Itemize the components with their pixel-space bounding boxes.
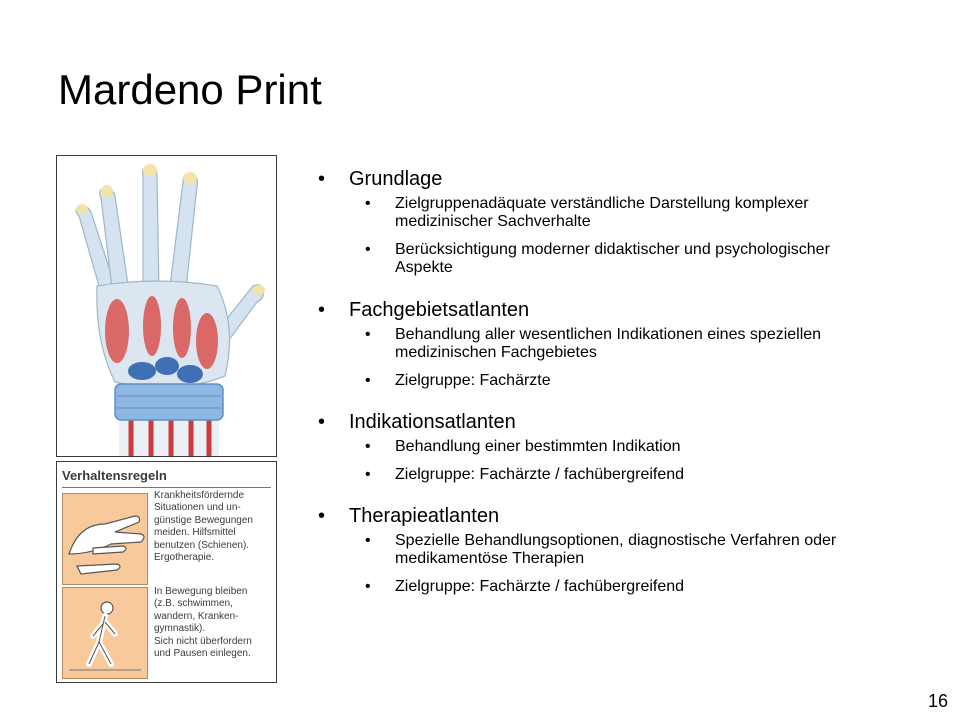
sub-bullet-marker: • <box>365 578 371 595</box>
palm-shape <box>96 280 231 389</box>
wrist-band-lines <box>117 395 221 409</box>
sub-bullet-item: • Zielgruppe: Fachärzte <box>318 372 878 390</box>
sub-bullet-marker: • <box>365 532 371 549</box>
bullet-label: Fachgebietsatlanten <box>349 299 530 321</box>
sub-bullet-item: • Zielgruppe: Fachärzte / fachübergreife… <box>318 578 878 596</box>
fingertips <box>76 164 265 295</box>
rules-divider <box>62 487 271 488</box>
bullet-label: Grundlage <box>349 168 443 190</box>
bullet-marker: • <box>318 168 326 190</box>
sub-bullet-item: • Zielgruppenadäquate verständliche Dars… <box>318 195 878 231</box>
slide-title: Mardeno Print <box>58 66 322 113</box>
bullet-list: • Grundlage • Zielgruppenadäquate verstä… <box>318 165 878 596</box>
sub-bullet-text: Zielgruppe: Fachärzte <box>395 372 551 389</box>
hands-icon <box>62 493 148 585</box>
sub-bullet-item: • Behandlung aller wesentlichen Indikati… <box>318 326 878 362</box>
sub-bullet-item: • Berücksichtigung moderner didaktischer… <box>318 241 878 277</box>
sub-bullet-marker: • <box>365 372 371 389</box>
sub-bullet-item: • Behandlung einer bestimmten Indikation <box>318 438 878 456</box>
bullet-label: Therapieatlanten <box>349 505 500 527</box>
walking-person-icon <box>62 587 148 679</box>
bullet-item: • Fachgebietsatlanten <box>318 296 878 324</box>
forearm-tendons <box>128 418 212 456</box>
bullet-marker: • <box>318 411 326 433</box>
sub-bullet-marker: • <box>365 438 371 455</box>
sub-bullet-marker: • <box>365 241 371 258</box>
sub-bullet-text: Zielgruppe: Fachärzte / fachübergreifend <box>395 578 685 595</box>
hand-anatomy-illustration <box>75 164 265 456</box>
hand-anatomy-image <box>56 155 277 457</box>
rule-text-1: Krankheitsfördernde Situationen und un- … <box>154 490 253 564</box>
wrist-ligament-band <box>114 383 224 421</box>
sub-bullet-text: Zielgruppenadäquate verständliche Darste… <box>395 195 809 230</box>
sub-bullet-text: Behandlung aller wesentlichen Indikation… <box>395 326 822 361</box>
palm-muscles <box>105 296 218 369</box>
bullet-marker: • <box>318 505 326 527</box>
rule-text-2: In Bewegung bleiben (z.B. schwimmen, wan… <box>154 586 252 660</box>
behavior-rules-box: Verhaltensregeln Krankheitsfördernde Sit… <box>56 461 277 683</box>
sub-bullet-item: • Zielgruppe: Fachärzte / fachübergreife… <box>318 466 878 484</box>
bullet-item: • Grundlage <box>318 165 878 193</box>
rules-box-title: Verhaltensregeln <box>62 468 167 483</box>
bullet-item: • Therapieatlanten <box>318 502 878 530</box>
wrist-bones <box>128 357 203 383</box>
page-number: 16 <box>927 691 948 711</box>
sub-bullet-marker: • <box>365 466 371 483</box>
sub-bullet-text: Behandlung einer bestimmten Indikation <box>395 438 681 455</box>
sub-bullet-item: • Spezielle Behandlungsoptionen, diagnos… <box>318 532 878 568</box>
sub-bullet-marker: • <box>365 195 371 212</box>
sub-bullet-text: Zielgruppe: Fachärzte / fachübergreifend <box>395 466 685 483</box>
bullet-item: • Indikationsatlanten <box>318 408 878 436</box>
sub-bullet-text: Berücksichtigung moderner didaktischer u… <box>395 241 830 276</box>
bullet-label: Indikationsatlanten <box>349 411 516 433</box>
sub-bullet-text: Spezielle Behandlungsoptionen, diagnosti… <box>395 532 837 567</box>
sub-bullet-marker: • <box>365 326 371 343</box>
bullet-marker: • <box>318 299 326 321</box>
